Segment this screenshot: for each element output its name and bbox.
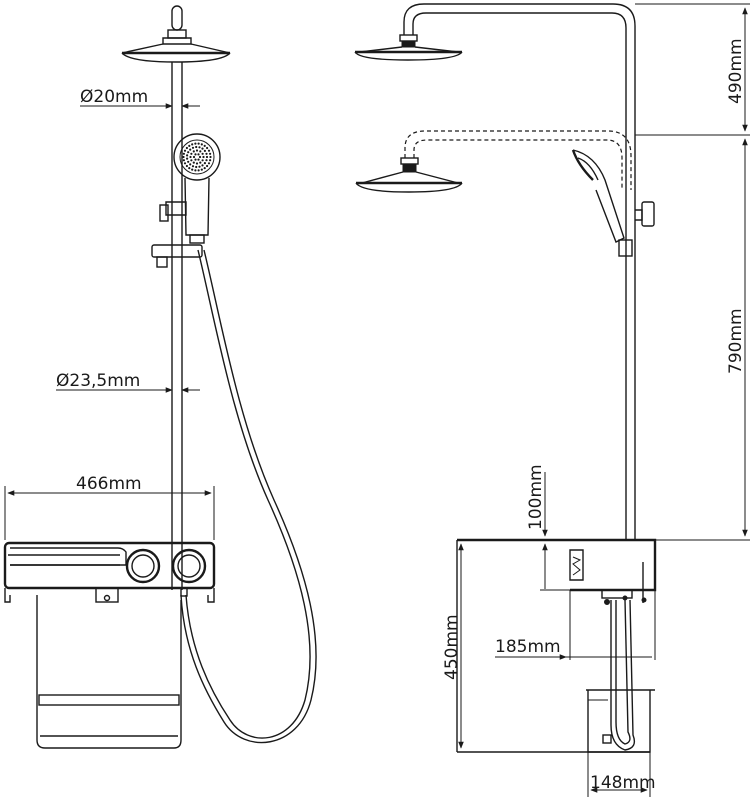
spray-nozzle-dot [197, 142, 200, 145]
spray-nozzle-dot [191, 168, 194, 171]
label-top-height: 490mm [726, 38, 746, 104]
label-unit-height: 450mm [442, 614, 462, 680]
dim-rail-height: 790mm [655, 138, 750, 541]
dim-step-height: 100mm [526, 464, 570, 591]
spray-nozzle-dot [195, 162, 199, 165]
label-step-height: 100mm [526, 464, 546, 530]
spray-nozzle-dot [189, 163, 192, 166]
spray-nozzle-dot [201, 159, 204, 162]
spray-nozzle-dot [191, 143, 194, 146]
front-view: Ø20mm Ø23,5mm 466mm [3, 5, 317, 749]
spray-nozzle-dot [200, 143, 203, 146]
lowered-overhead-shower [355, 157, 463, 193]
slide-holder-front [151, 244, 203, 268]
spray-nozzle-dot [182, 159, 185, 162]
dim-top-height: 490mm [635, 3, 750, 136]
spray-nozzle-dot [194, 158, 197, 161]
shower-hose-front [180, 249, 317, 744]
dim-pipe-lower: Ø23,5mm [56, 371, 200, 393]
spray-nozzle-dot [194, 169, 197, 172]
spray-nozzle-dot [209, 152, 212, 155]
spray-nozzle-dot [186, 157, 189, 160]
spray-nozzle-dot [206, 164, 209, 168]
spray-nozzle-dot [192, 150, 195, 153]
spray-nozzle-dot [195, 145, 198, 149]
lower-cabinet-side [586, 689, 655, 753]
spray-nozzle-dot [182, 155, 185, 159]
spray-nozzle-dot [197, 158, 200, 161]
dim-shelf-width: 466mm [4, 474, 215, 540]
spray-nozzle-dot [197, 169, 200, 172]
spray-nozzle-dot [190, 159, 193, 162]
dim-depth: 185mm [495, 590, 656, 660]
hand-shower-front [159, 133, 221, 244]
label-depth: 185mm [495, 637, 561, 657]
spray-nozzle-dot [185, 164, 188, 168]
spray-nozzle-dot [206, 146, 209, 150]
spray-nozzle-dot [203, 167, 206, 170]
lowered-arm-dashed [404, 130, 632, 190]
spray-nozzle-dot [187, 160, 190, 163]
spray-nozzles [182, 142, 212, 172]
spray-nozzle-dot [199, 161, 202, 164]
spray-nozzle-dot [201, 147, 204, 150]
spray-nozzle-dot [203, 149, 206, 152]
overhead-shower-front [121, 5, 231, 63]
spray-nozzle-dot [191, 165, 195, 168]
spray-nozzle-dot [198, 165, 201, 168]
top-arm-side [403, 3, 636, 540]
spray-nozzle-dot [191, 146, 195, 149]
spray-nozzle-dot [209, 159, 212, 162]
spray-nozzle-dot [205, 152, 208, 155]
spray-nozzle-dot [195, 165, 198, 169]
side-view: 490mm 790mm 100mm 450mm 185mm [354, 3, 750, 797]
shower-hose-side [610, 599, 636, 751]
label-shelf-width: 466mm [76, 474, 142, 494]
spray-nozzle-dot [195, 149, 199, 152]
spray-nozzle-dot [183, 149, 187, 152]
spray-nozzle-dot [189, 148, 192, 151]
spray-nozzle-dot [209, 155, 212, 159]
lower-cabinet-front [36, 595, 182, 749]
spray-nozzle-dot [182, 152, 185, 155]
spray-nozzle-dot [203, 162, 206, 165]
spray-nozzle-dot [197, 153, 200, 156]
spray-nozzle-dot [189, 155, 192, 159]
spray-nozzle-dot [198, 155, 202, 159]
spray-nozzle-dot [203, 144, 206, 147]
spray-nozzle-dot [190, 152, 193, 155]
hand-shower-side [571, 149, 655, 257]
label-pipe-upper: Ø20mm [80, 87, 148, 107]
spray-nozzle-dot [199, 150, 202, 153]
spray-nozzle-dot [187, 151, 190, 154]
spray-nozzle-dot [201, 164, 204, 167]
label-rail-height: 790mm [726, 308, 746, 374]
spray-nozzle-dot [200, 168, 203, 171]
spray-nozzle-dot [205, 155, 209, 159]
spray-nozzle-dot [188, 167, 191, 170]
thermostat-shelf-front [3, 541, 216, 603]
spray-nozzle-dot [185, 146, 188, 150]
spray-nozzle-dot [205, 159, 208, 162]
label-pipe-lower: Ø23,5mm [56, 371, 140, 391]
spray-nozzle-dot [207, 149, 211, 152]
label-base-width: 148mm [590, 773, 656, 793]
spray-nozzle-dot [198, 146, 201, 149]
spray-nozzle-dot [207, 162, 211, 165]
spray-nozzle-dot [202, 155, 205, 159]
spray-nozzle-dot [194, 142, 197, 145]
spray-nozzle-dot [201, 152, 204, 155]
spray-nozzle-dot [192, 155, 196, 159]
overhead-shower-side [354, 34, 463, 61]
spray-nozzle-dot [194, 153, 197, 156]
dim-unit-height: 450mm [442, 543, 464, 749]
spray-nozzle-dot [188, 144, 191, 147]
spray-nozzle-dot [183, 162, 187, 165]
spray-nozzle-dot [192, 161, 195, 164]
thermostat-body-side [456, 538, 657, 752]
dim-base-width: 148mm [587, 752, 656, 797]
spray-nozzle-dot [186, 154, 189, 157]
dim-pipe-upper: Ø20mm [80, 87, 200, 109]
